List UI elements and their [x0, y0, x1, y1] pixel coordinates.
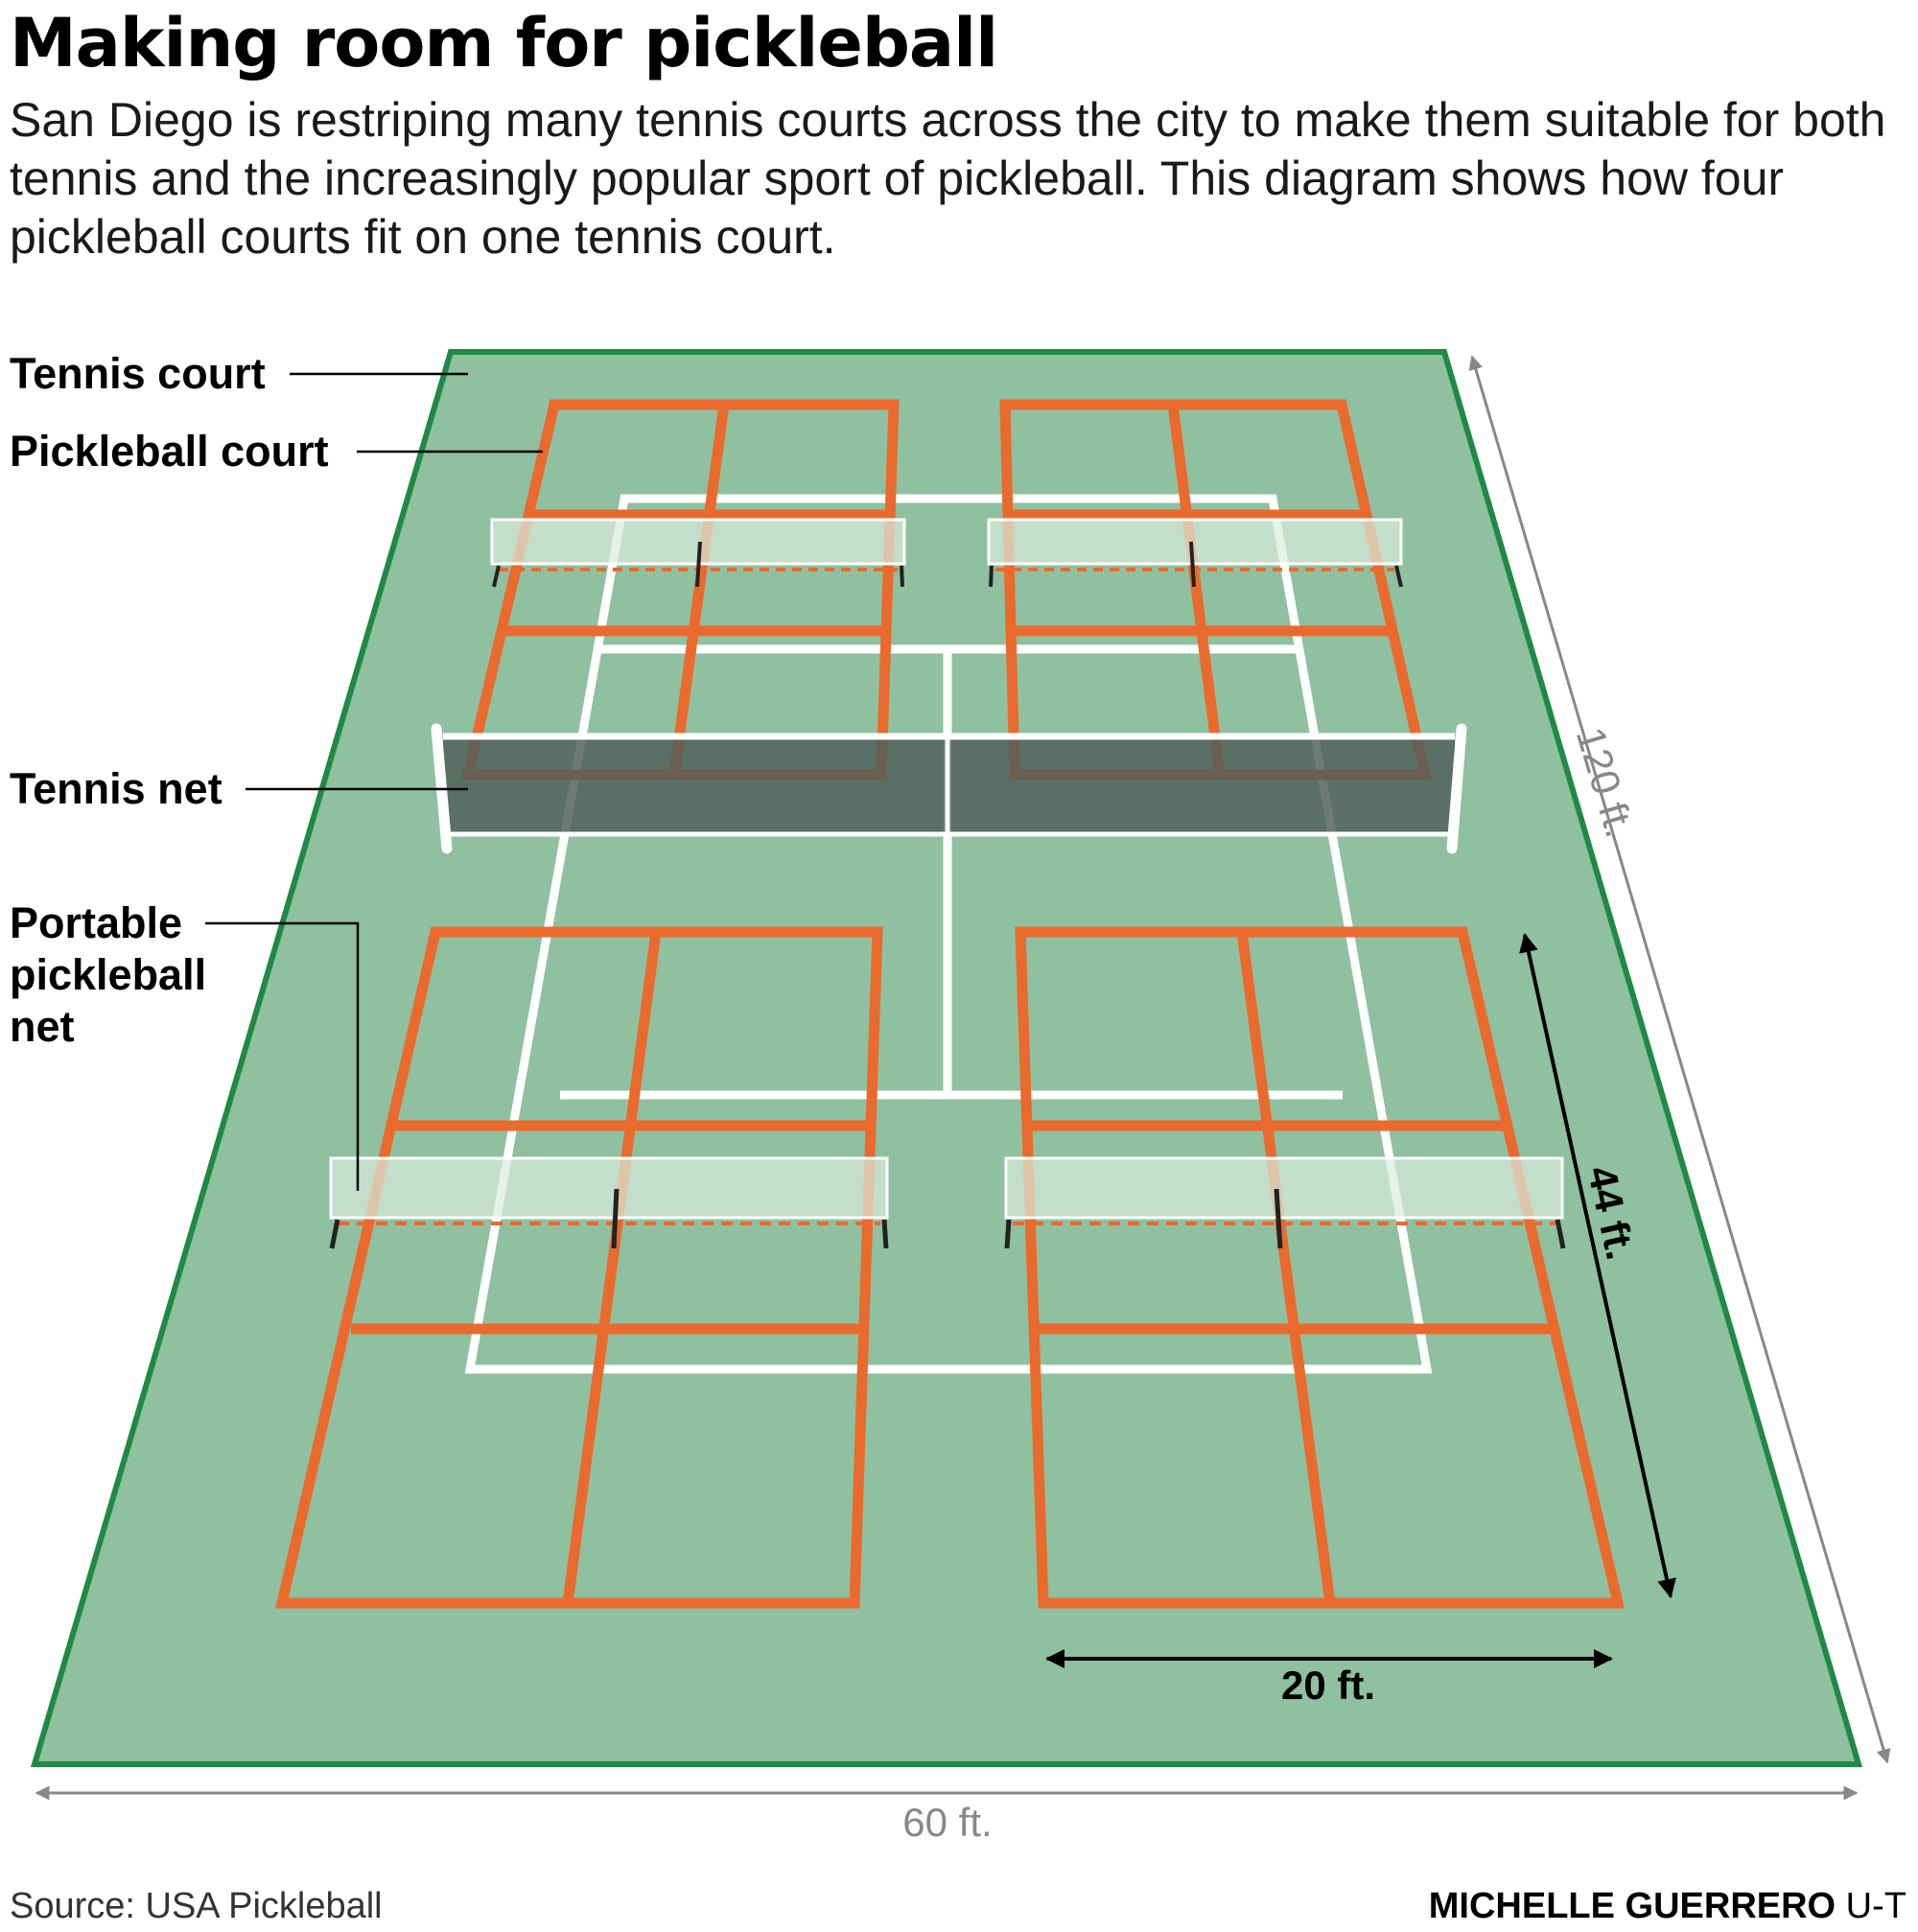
- tennis-singles-boundary: [464, 494, 1433, 1374]
- portable-pickleball-net-far-left: [490, 518, 906, 588]
- portable-net-label-line1: Portable: [10, 898, 182, 947]
- pickleball-court-label: Pickleball court: [10, 427, 329, 476]
- pickleball-length-arrow: [1519, 933, 1676, 1598]
- pickleball-court-near-left: [275, 926, 883, 1609]
- portable-pickleball-net-far-right: [987, 518, 1403, 588]
- tennis-court-lines: [464, 494, 1433, 1374]
- pickleball-width-label: 20 ft.: [1281, 1663, 1375, 1708]
- credit-line: MICHELLE GUERRERO U-T: [1429, 1886, 1906, 1927]
- portable-net-label-line3: net: [10, 1002, 75, 1051]
- tennis-length-arrow: [1468, 355, 1891, 1764]
- tennis-width-label: 60 ft.: [902, 1800, 992, 1845]
- tennis-court-label: Tennis court: [10, 349, 266, 398]
- tennis-net: [431, 723, 1467, 854]
- source-note: Source: USA Pickleball: [10, 1886, 383, 1926]
- portable-net-leader: [205, 921, 360, 1191]
- credit-org: U-T: [1836, 1886, 1906, 1926]
- portable-net-label-line2: pickleball: [10, 950, 206, 999]
- credit-name: MICHELLE GUERRERO: [1428, 1886, 1836, 1926]
- tennis-net-label: Tennis net: [10, 764, 222, 813]
- portable-pickleball-net-near-left: [329, 1156, 889, 1249]
- page-title: Making room for pickleball: [10, 4, 998, 82]
- page-subtitle: San Diego is restriping many tennis cour…: [10, 93, 1886, 264]
